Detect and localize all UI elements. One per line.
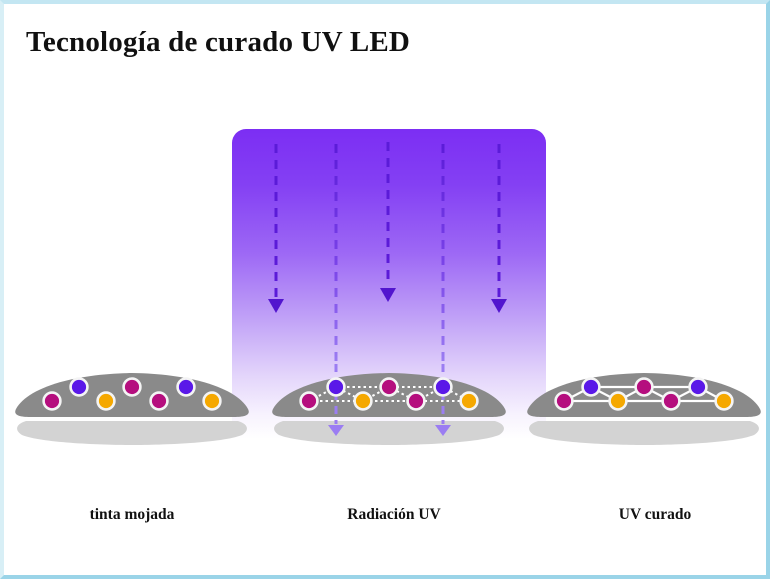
ink-particle-purple [688, 377, 708, 397]
caption-uv-cured: UV curado [618, 506, 692, 523]
uv-arrowhead-1 [268, 299, 284, 313]
uv-arrowhead-through-2 [435, 425, 451, 436]
ink-drop-cured [527, 373, 761, 445]
ink-particle-purple [326, 377, 346, 397]
caption-wet-ink: tinta mojada [89, 506, 175, 523]
ink-particle-purple [69, 377, 89, 397]
uv-arrowhead-3 [380, 288, 396, 302]
ink-shadow [274, 421, 504, 445]
ink-particle-magenta [299, 391, 319, 411]
ink-drop-curing [272, 364, 506, 445]
ink-particle-orange [459, 391, 479, 411]
ink-shadow [17, 421, 247, 445]
ink-particle-orange [353, 391, 373, 411]
ink-particle-magenta [122, 377, 142, 397]
ink-particle-magenta [406, 391, 426, 411]
uv-rays [268, 142, 507, 364]
ink-particle-magenta [42, 391, 62, 411]
ink-particle-purple [433, 377, 453, 397]
caption-uv-radiation: Radiación UV [347, 506, 441, 523]
uv-arrowhead-through-1 [328, 425, 344, 436]
ink-particle-purple [581, 377, 601, 397]
ink-particle-magenta [661, 391, 681, 411]
ink-particle-magenta [379, 377, 399, 397]
ink-particle-magenta [554, 391, 574, 411]
ink-particle-magenta [634, 377, 654, 397]
ink-particle-orange [714, 391, 734, 411]
ink-particle-orange [608, 391, 628, 411]
ink-particle-purple [176, 377, 196, 397]
ink-particle-orange [202, 391, 222, 411]
ink-drop-wet [15, 373, 249, 445]
ink-particle-magenta [149, 391, 169, 411]
page-title: Tecnología de curado UV LED [26, 26, 411, 58]
ink-particle-orange [96, 391, 116, 411]
slide: Tecnología de curado UV LED [4, 4, 766, 575]
ink-shadow [529, 421, 759, 445]
uv-arrowhead-5 [491, 299, 507, 313]
